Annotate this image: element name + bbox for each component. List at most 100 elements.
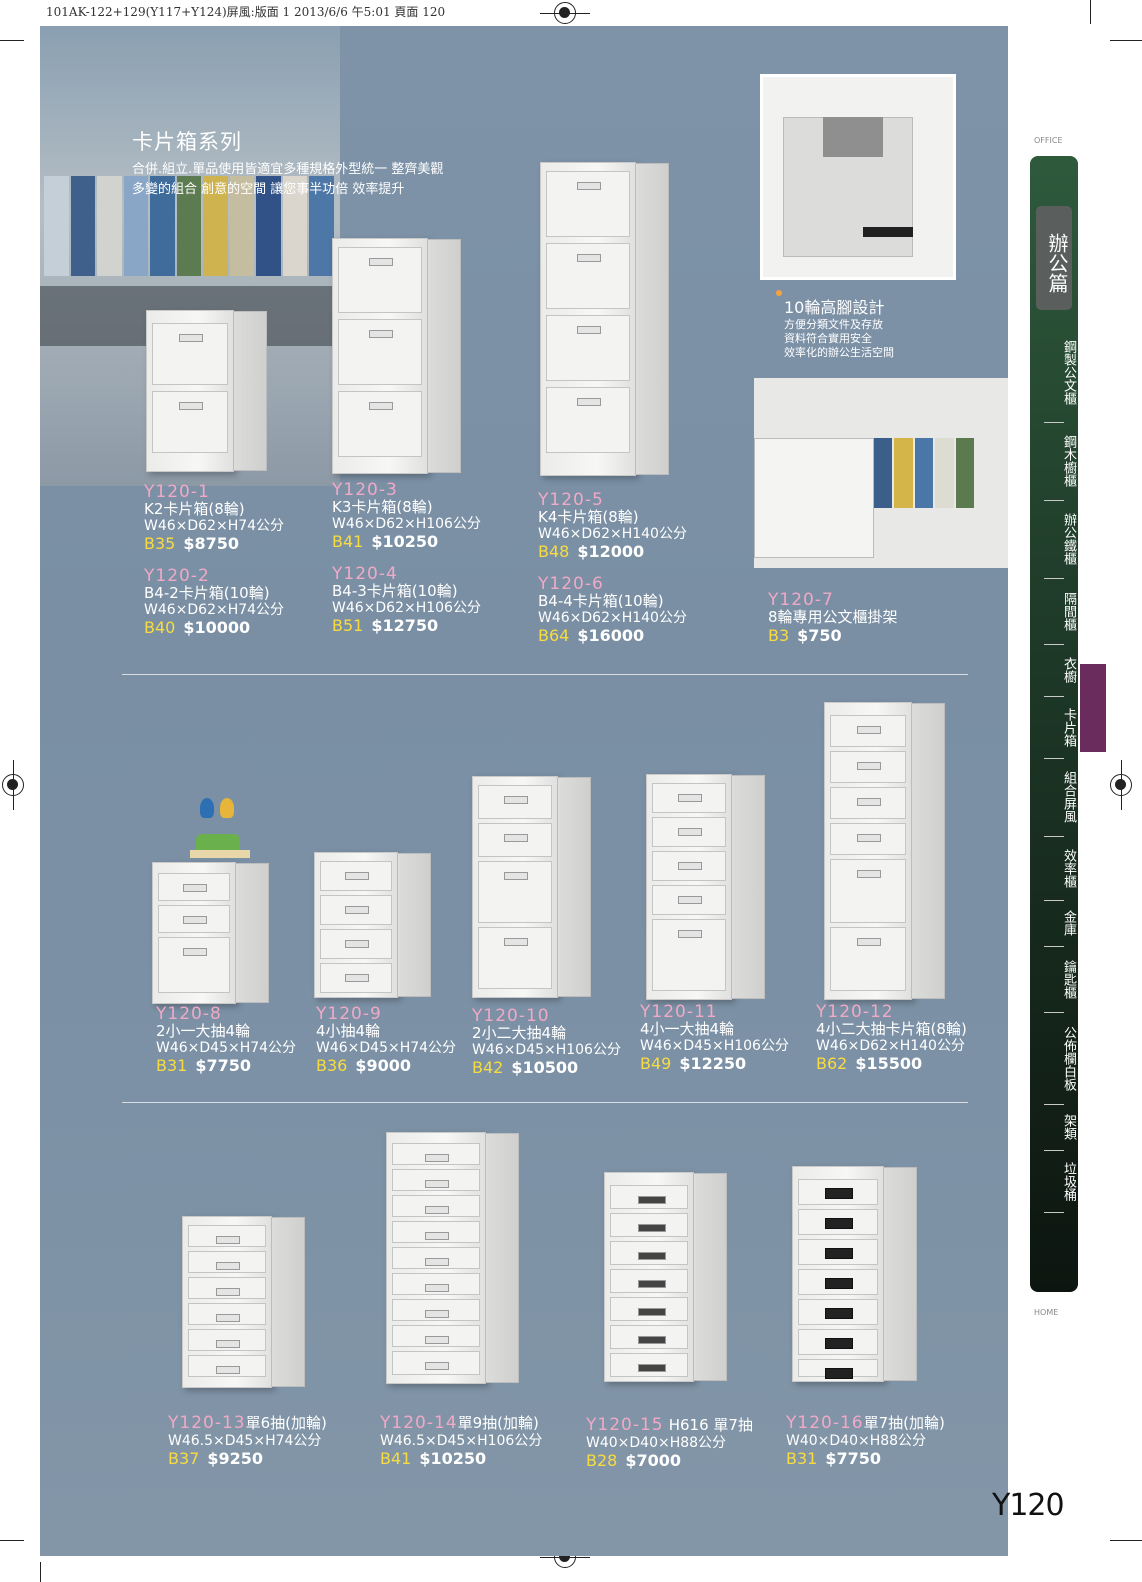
cabinet-y120-11 [646,774,765,1000]
divider [1044,1150,1064,1151]
series-desc-2: 多變的組合 創意的空間 讓您事半功倍 效率提升 [132,182,405,197]
b-code: B41 [380,1449,412,1468]
feature-note: 10輪高腳設計 方便分類文件及存放 資料符合實用安全 效率化的辦公生活空間 [784,294,894,360]
product-code: Y120-2 [144,566,210,586]
product-name: H616 單7抽 [668,1416,753,1434]
feature-line: 效率化的辦公生活空間 [784,346,894,359]
print-slug: 101AK-122+129(Y117+Y124)屏風:版面 1 2013/6/6… [46,5,446,19]
crop-line [13,760,14,810]
cabinet-y120-10 [472,776,591,998]
sidebar-item[interactable]: 辦公鐵櫃 [1061,513,1076,565]
sidebar-item[interactable]: 隔間櫃 [1061,591,1076,631]
sidebar-item[interactable]: 金庫 [1061,910,1076,936]
product-dimensions: W46×D45×H74公分 [156,1040,297,1056]
sidebar-item[interactable]: 組合屏風 [1061,771,1076,823]
product-code: Y120-10 [472,1006,550,1026]
crop-line [1110,1540,1142,1541]
product-price: B36$9000 [316,1056,456,1075]
cabinet-y120-5 [540,162,669,476]
product-name: 2小二大抽4輪 [472,1024,567,1042]
b-code: B48 [538,542,570,561]
feature-line: 資料符合實用安全 [784,332,872,345]
product-price: B31$7750 [786,1449,945,1468]
product-dimensions: W46×D62×H74公分 [144,518,285,534]
product-dimensions: W46×D45×H106公分 [640,1038,789,1054]
cabinet-y120-16 [792,1166,917,1382]
drawer [546,387,630,453]
price-value: $12250 [679,1054,747,1073]
product-label-y120-10: Y120-10 2小二大抽4輪 W46×D45×H106公分 B42$10500 [472,1006,621,1078]
sidebar-item-current[interactable]: 卡片箱 [1061,707,1076,747]
product-label-y120-11: Y120-11 4小一大抽4輪 W46×D45×H106公分 B49$12250 [640,1004,789,1074]
crop-line [540,13,590,14]
sidebar-item-active[interactable]: 辦公篇 [1036,206,1072,310]
product-label-y120-4: Y120-4 B4-3卡片箱(10輪) W46×D62×H106公分 B51$1… [332,564,481,636]
product-label-y120-3: Y120-3 K3卡片箱(8輪) W46×D62×H106公分 B41$1025… [332,482,481,552]
drawer [392,1247,480,1269]
b-code: B40 [144,618,176,637]
sidebar-item[interactable]: 衣櫥 [1061,657,1076,683]
drawer [830,859,906,923]
cabinet-y120-8 [152,862,269,1004]
divider [1044,900,1064,901]
drawer [652,783,726,813]
drawer [392,1299,480,1321]
product-code: Y120-9 [316,1004,382,1024]
product-name: K4卡片箱(8輪) [538,508,639,526]
cabinet-side [271,1217,305,1387]
sidebar-item[interactable]: 鋼製公文櫃 [1061,339,1076,405]
product-price: B51$12750 [332,616,481,635]
sidebar-item[interactable]: 鋼木櫥櫃 [1061,435,1076,487]
sidebar-item[interactable]: 垃圾桶 [1061,1161,1076,1201]
drawer [610,1213,688,1237]
b-code: B36 [316,1056,348,1075]
series-title: 卡片箱系列 [132,130,242,154]
price-value: $10250 [419,1449,487,1468]
crop-line [540,1557,590,1558]
sidebar-item[interactable]: 架類 [1061,1114,1076,1140]
drawer [610,1297,688,1321]
product-name: 4小一大抽4輪 [640,1020,735,1038]
drawer [546,315,630,381]
product-price: B42$10500 [472,1058,621,1077]
drawer [830,751,906,783]
section-tab-marker [1080,664,1106,752]
drawer [798,1209,878,1235]
cabinet-y120-15 [604,1172,727,1382]
crop-line [1121,760,1122,810]
drawer [320,963,392,993]
sidebar-item[interactable]: 公佈欄白板 [1061,1025,1076,1091]
drawer [610,1241,688,1265]
drawer [392,1143,480,1165]
drawer [652,817,726,847]
product-code: Y120-13 [168,1413,246,1433]
product-dimensions: W46×D62×H106公分 [332,600,481,616]
drawer [798,1239,878,1265]
drawer [610,1185,688,1209]
cabinet-side [731,775,765,999]
crop-line [1090,0,1091,24]
price-value: $8750 [183,534,240,553]
price-value: $750 [797,626,842,645]
price-value: $7000 [625,1451,682,1470]
price-value: $12000 [577,542,645,561]
drawer [478,823,552,857]
b-code: B35 [144,534,176,553]
sidebar-item[interactable]: 鑰匙櫃 [1061,959,1076,999]
price-value: $7750 [825,1449,882,1468]
hanging-files-photo [44,176,335,276]
feature-line: 方便分類文件及存放 [784,318,883,331]
product-code: Y120-4 [332,564,398,584]
cabinet-y120-12 [824,702,945,1000]
product-name: 單9抽(加輪) [457,1414,539,1432]
sidebar-item[interactable]: 效率櫃 [1061,848,1076,888]
product-dimensions: W46×D45×H74公分 [316,1040,457,1056]
drawer [798,1329,878,1355]
product-code: Y120-16 [786,1413,864,1433]
drawer [610,1269,688,1293]
product-code: Y120-5 [538,490,604,510]
divider [1044,422,1064,423]
product-label-y120-15: Y120-15 H616 單7抽 W40×D40×H88公分 B28$7000 [586,1414,753,1470]
bullet-pin-icon [776,290,782,296]
drawer [152,323,228,385]
